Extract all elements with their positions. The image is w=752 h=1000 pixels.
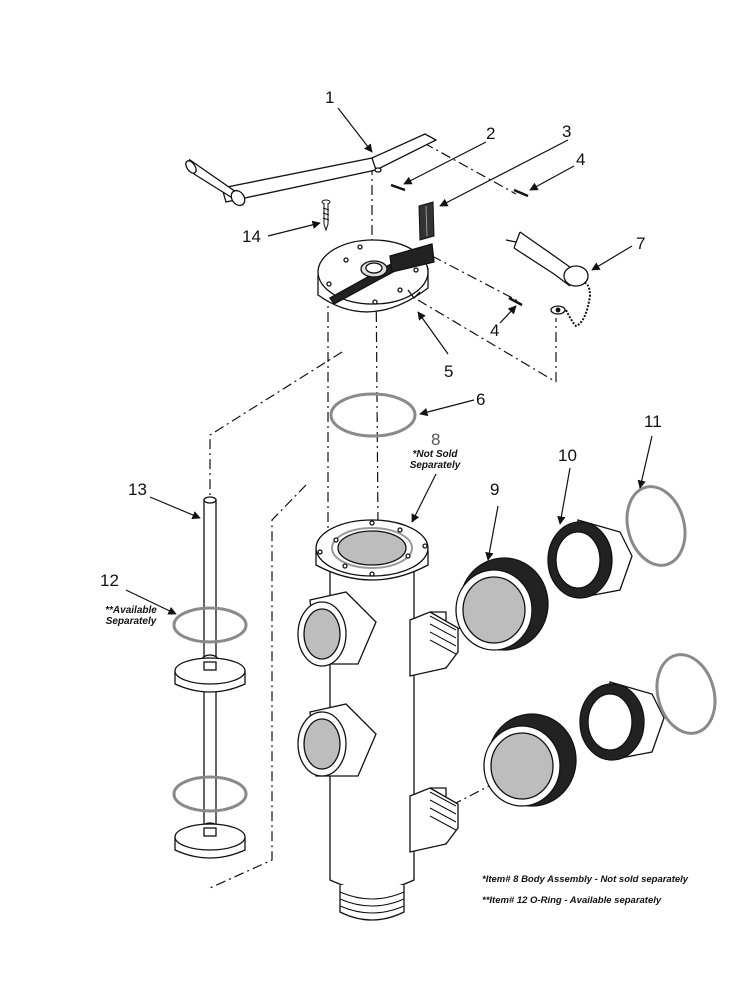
callout-14: 14: [242, 227, 261, 246]
not-sold-line-1: *Not Sold: [412, 449, 458, 460]
oring-part-6: [329, 392, 417, 438]
callout-9: 9: [490, 480, 500, 499]
available-note: **Available Separately: [96, 605, 166, 627]
footnote-body-assembly: *Item# 8 Body Assembly - Not sold separa…: [482, 874, 689, 885]
callout-6: 6: [476, 390, 486, 409]
pins: [390, 183, 529, 307]
valve-body-part-8: [297, 519, 459, 921]
callout-3: 3: [562, 122, 572, 141]
callout-13: 13: [128, 480, 147, 499]
leader-arrows: [125, 107, 653, 615]
screw-part-14: [321, 199, 331, 232]
union-nut-part-9: [455, 557, 577, 807]
callout-5: 5: [444, 362, 454, 381]
stem-part-13: [174, 496, 246, 859]
not-sold-line-2: Separately: [409, 460, 461, 471]
handle-part-1: [185, 133, 438, 207]
callout-7: 7: [636, 234, 646, 253]
oring-part-12: [172, 606, 248, 813]
callout-8: 8: [431, 430, 441, 449]
available-line-1: **Available: [105, 605, 157, 616]
top-cover-part-5: [317, 239, 435, 313]
callout-1: 1: [325, 88, 335, 107]
callout-2: 2: [486, 124, 496, 143]
callout-11: 11: [644, 412, 662, 431]
callout-12: 12: [100, 571, 119, 590]
tailpiece-part-10: [547, 519, 665, 761]
callout-10: 10: [558, 446, 577, 465]
footnote-oring: **Item# 12 O-Ring - Available separately: [482, 895, 662, 906]
callout-4-lower: 4: [490, 321, 500, 340]
plate-part-3: [418, 201, 435, 241]
available-line-2: Separately: [105, 616, 157, 627]
not-sold-note: *Not Sold Separately: [402, 449, 468, 471]
callout-4-upper: 4: [576, 150, 586, 169]
gauge-part-7: [505, 231, 592, 328]
